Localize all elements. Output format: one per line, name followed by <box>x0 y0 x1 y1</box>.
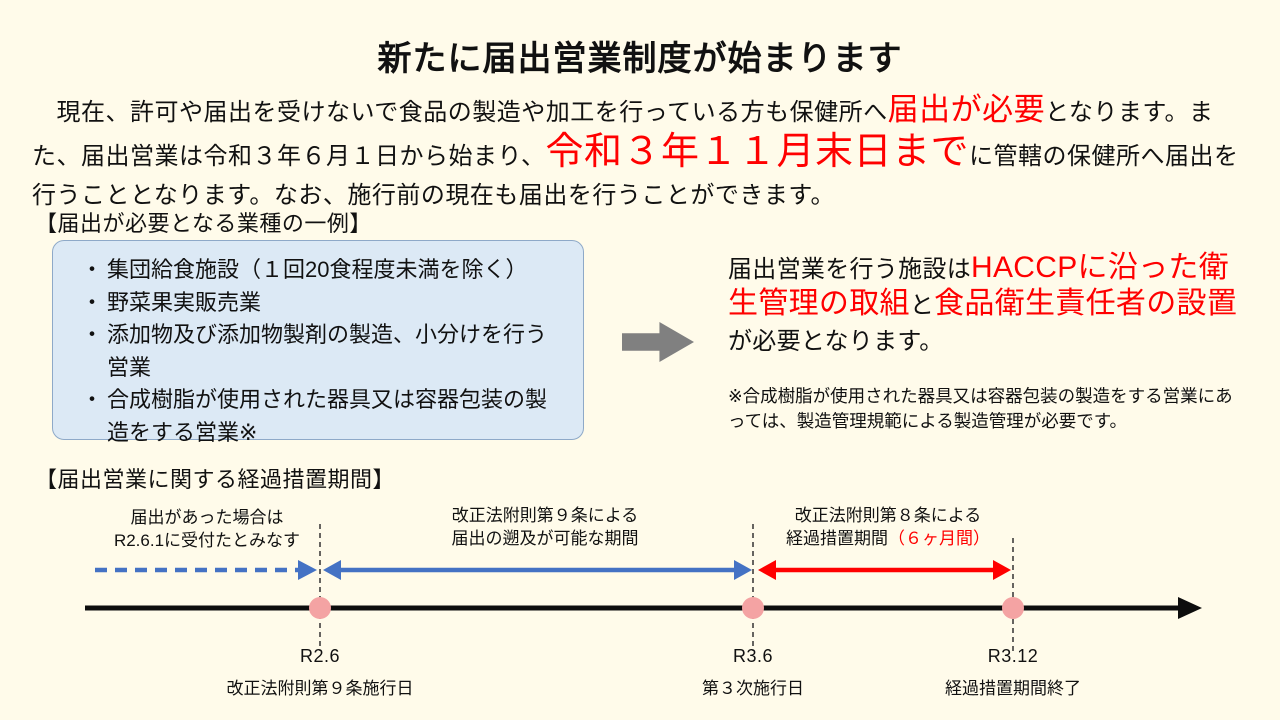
retroactive-period-arrowhead-right <box>734 560 752 580</box>
transition-period-timeline: 届出があった場合は R2.6.1に受付たとみなす 改正法附則第９条による 届出の… <box>0 496 1280 720</box>
label-line: 届出の遡及が可能な期間 <box>451 529 639 549</box>
retroactive-period-label: 改正法附則第９条による 届出の遡及が可能な期間 <box>405 504 685 551</box>
label-line: R2.6.1に受付たとみなす <box>113 531 301 551</box>
milestone-dot <box>309 597 331 619</box>
milestone-r3-12: R3.12 経過措置期間終了 <box>873 646 1153 699</box>
milestone-label: 改正法附則第９条施行日 <box>226 679 414 698</box>
milestone-label: 経過措置期間終了 <box>945 679 1081 698</box>
haccp-text: と <box>909 292 935 319</box>
intro-text: 現在、許可や届出を受けないで食品の製造や加工を行っている方も保健所へ <box>32 99 888 126</box>
list-item: 野菜果実販売業 <box>67 287 567 320</box>
milestone-r3-6: R3.6 第３次施行日 <box>613 646 893 699</box>
label-line: 経過措置期間（６ヶ月間） <box>748 527 1028 550</box>
milestone-label: 第３次施行日 <box>702 679 804 698</box>
page-title: 新たに届出営業制度が始まります <box>377 39 903 78</box>
list-item: 集団給食施設（１回20食程度未満を除く） <box>67 254 567 287</box>
transition-period-arrowhead-right <box>993 560 1011 580</box>
transition-period-label: 改正法附則第８条による 経過措置期間（６ヶ月間） <box>748 504 1028 551</box>
example-business-types-box: 集団給食施設（１回20食程度未満を除く） 野菜果実販売業 添加物及び添加物製剤の… <box>52 240 584 445</box>
haccp-requirement-block: 届出営業を行う施設はHACCPに沿った衛生管理の取組と食品衛生責任者の設置が必要… <box>728 252 1250 451</box>
intro-text: に管轄の保健所へ届出を行うこととなります。なお、施行前の現在も届出を行うことがで… <box>32 142 1239 209</box>
transition-period-arrowhead-left <box>758 560 776 580</box>
haccp-requirement-text: 届出営業を行う施設はHACCPに沿った衛生管理の取組と食品衛生責任者の設置が必要… <box>728 252 1250 360</box>
intro-emphasis-notification-required: 届出が必要 <box>887 92 1046 127</box>
milestone-date: R3.12 <box>987 646 1039 666</box>
timeline-section-heading: 【届出営業に関する経過措置期間】 <box>35 467 396 492</box>
right-arrow-icon <box>622 322 694 362</box>
retroactive-period-arrowhead-left <box>323 560 341 580</box>
timeline-diagram <box>85 524 1202 651</box>
haccp-emphasis-hygiene: HACCPに沿った衛生管理の取組 <box>728 251 1230 320</box>
haccp-text: が必要となります。 <box>728 328 944 355</box>
examples-section-heading: 【届出が必要となる業種の一例】 <box>35 211 372 236</box>
list-item: 添加物及び添加物製剤の製造、小分けを行う営業 <box>67 319 567 384</box>
resin-footnote: ※合成樹脂が使用された器具又は容器包装の製造をする営業にあっては、製造管理規範に… <box>728 386 1233 431</box>
deemed-acceptance-label: 届出があった場合は R2.6.1に受付たとみなす <box>67 506 347 553</box>
haccp-text: 届出営業を行う施設は <box>728 256 971 283</box>
intro-text: となります。また、届出営業は令和３年６月１日から始まり、 <box>32 99 1214 170</box>
label-line: 届出があった場合は <box>130 508 284 527</box>
milestone-date: R2.6 <box>299 646 341 666</box>
list-item: 合成樹脂が使用された器具又は容器包装の製造をする営業※ <box>67 384 567 449</box>
milestone-dot <box>742 597 764 619</box>
milestone-date: R3.6 <box>732 646 774 666</box>
intro-emphasis-deadline: 令和３年１１月末日まで <box>545 130 970 173</box>
label-line: 改正法附則第８条による <box>794 506 982 525</box>
milestone-r2-6: R2.6 改正法附則第９条施行日 <box>180 646 460 699</box>
haccp-emphasis-supervisor: 食品衛生責任者の設置 <box>934 287 1238 320</box>
label-text: 経過措置期間 <box>786 529 888 549</box>
label-line: 改正法附則第９条による <box>451 506 639 525</box>
milestone-dot <box>1002 597 1024 619</box>
label-duration-red: （６ヶ月間） <box>888 529 990 549</box>
deemed-acceptance-arrowhead <box>298 560 317 580</box>
timeline-axis-arrowhead <box>1178 597 1202 619</box>
intro-paragraph: 現在、許可や届出を受けないで食品の製造や加工を行っている方も保健所へ届出が必要と… <box>32 94 1250 216</box>
